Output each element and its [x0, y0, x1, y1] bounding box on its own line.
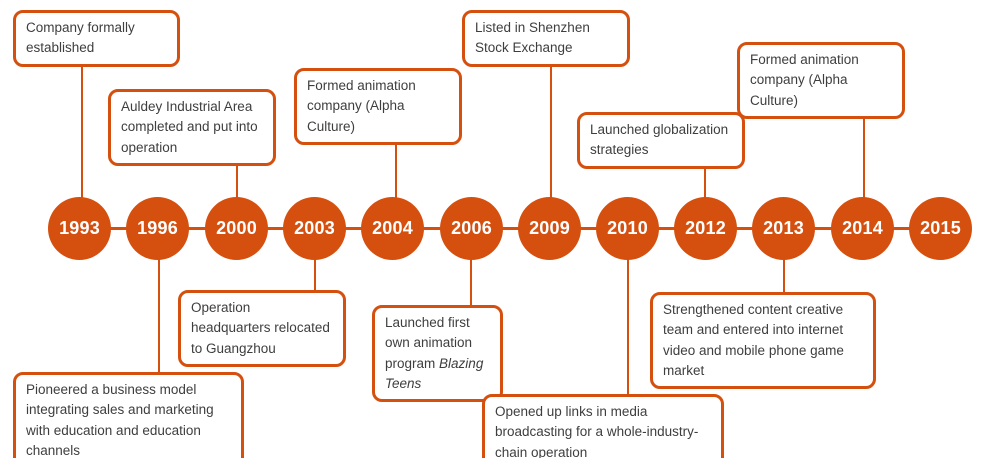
connector-2003 — [314, 229, 316, 297]
timeline-node-1996: 1996 — [126, 197, 189, 260]
timeline-node-1993: 1993 — [48, 197, 111, 260]
year-label: 2006 — [451, 218, 492, 238]
year-label: 2003 — [294, 218, 335, 238]
year-label: 2009 — [529, 218, 570, 238]
year-label: 1996 — [137, 218, 178, 238]
event-label: Operation headquarters relocated to Guan… — [191, 300, 330, 356]
event-box-2013-content-team: Strengthened content creative team and e… — [650, 292, 876, 389]
event-box-2012-globalization: Launched globalization strategies — [577, 112, 745, 169]
year-label: 2015 — [920, 218, 961, 238]
connector-2013 — [783, 229, 785, 299]
event-label: Strengthened content creative team and e… — [663, 302, 844, 378]
year-label: 2012 — [685, 218, 726, 238]
timeline-node-2006: 2006 — [440, 197, 503, 260]
timeline-node-2015: 2015 — [909, 197, 972, 260]
year-label: 2013 — [763, 218, 804, 238]
timeline-node-2010: 2010 — [596, 197, 659, 260]
event-label: Pioneered a business model integrating s… — [26, 382, 214, 458]
event-label: Auldey Industrial Area completed and put… — [121, 99, 258, 155]
event-box-2014-alpha-culture: Formed animation company (Alpha Culture) — [737, 42, 905, 119]
event-label: Launched first own animation program — [385, 315, 473, 371]
event-box-1996-business-model: Pioneered a business model integrating s… — [13, 372, 244, 458]
year-label: 2010 — [607, 218, 648, 238]
timeline-node-2003: 2003 — [283, 197, 346, 260]
event-box-1993-established: Company formally established — [13, 10, 180, 67]
timeline-node-2012: 2012 — [674, 197, 737, 260]
timeline-axis-line — [80, 227, 941, 230]
event-label: Formed animation company (Alpha Culture) — [307, 78, 416, 134]
event-label-program-title: Blazing Teens — [385, 355, 484, 391]
event-label: Company formally established — [26, 20, 135, 56]
connector-2006 — [470, 229, 472, 311]
connector-2009 — [550, 55, 552, 230]
timeline-node-2014: 2014 — [831, 197, 894, 260]
timeline-node-2009: 2009 — [518, 197, 581, 260]
event-label: Launched globalization strategies — [590, 122, 729, 158]
connector-2000 — [236, 155, 238, 230]
timeline-node-2004: 2004 — [361, 197, 424, 260]
timeline-node-2013: 2013 — [752, 197, 815, 260]
event-label: Listed in Shenzhen Stock Exchange — [475, 20, 590, 56]
connector-2004 — [395, 118, 397, 230]
connector-2012 — [704, 158, 706, 230]
event-label: Formed animation company (Alpha Culture) — [750, 52, 859, 108]
event-box-2009-shenzhen-listing: Listed in Shenzhen Stock Exchange — [462, 10, 630, 67]
event-box-2006-blazing-teens: Launched first own animation program Bla… — [372, 305, 503, 402]
connector-2014 — [863, 88, 865, 230]
event-label: Opened up links in media broadcasting fo… — [495, 404, 699, 458]
connector-1996 — [158, 229, 160, 379]
year-label: 2014 — [842, 218, 883, 238]
connector-1993 — [81, 55, 83, 230]
event-box-2004-alpha-culture: Formed animation company (Alpha Culture) — [294, 68, 462, 145]
event-box-2003-guangzhou-hq: Operation headquarters relocated to Guan… — [178, 290, 346, 367]
year-label: 2004 — [372, 218, 413, 238]
year-label: 2000 — [216, 218, 257, 238]
connector-2010 — [627, 229, 629, 401]
event-box-2000-auldey-area: Auldey Industrial Area completed and put… — [108, 89, 276, 166]
timeline-node-2000: 2000 — [205, 197, 268, 260]
event-box-2010-media-broadcasting: Opened up links in media broadcasting fo… — [482, 394, 724, 458]
year-label: 1993 — [59, 218, 100, 238]
